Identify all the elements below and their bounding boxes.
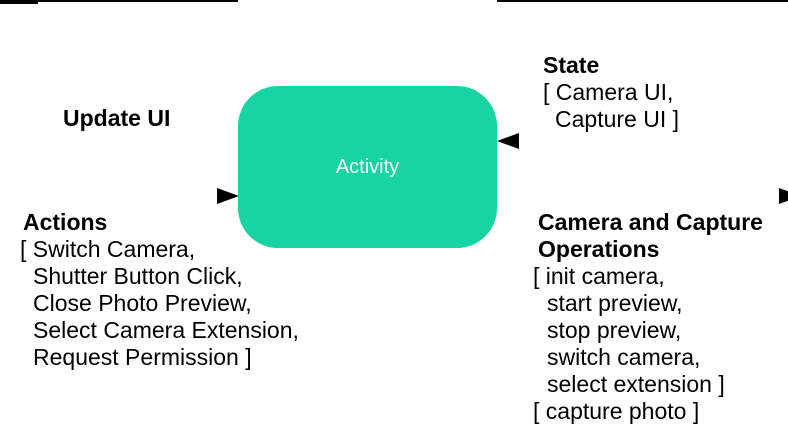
actions-arrowhead-icon — [217, 188, 239, 204]
operations-label-line2: Operations — [538, 236, 660, 262]
actions-item: Shutter Button Click, — [33, 263, 243, 289]
activity-box: Activity — [238, 86, 497, 248]
state-arrowhead-icon — [497, 133, 519, 149]
activity-box-label: Activity — [335, 155, 400, 178]
operations-label-line1: Camera and Capture — [538, 209, 763, 235]
top-left-line-fragment — [0, 0, 38, 4]
actions-item: Close Photo Preview, — [33, 290, 252, 316]
operations-item: [ capture photo ] — [533, 398, 700, 424]
actions-label: Actions — [23, 209, 108, 235]
operations-arrow-line — [497, 0, 788, 2]
state-label: State — [543, 52, 600, 78]
actions-item: [ Switch Camera, — [20, 236, 196, 262]
update-ui-label: Update UI — [63, 105, 171, 131]
operations-item: stop preview, — [547, 317, 682, 343]
operations-item: start preview, — [547, 290, 683, 316]
actions-block: Actions [ Switch Camera, Shutter Button … — [20, 209, 299, 371]
actions-arrow-line — [0, 0, 221, 2]
operations-item: [ init camera, — [533, 263, 665, 289]
state-item: Capture UI ] — [555, 106, 679, 132]
operations-item: select extension ] — [547, 371, 725, 397]
operations-arrowhead-icon — [779, 188, 788, 204]
operations-block: Camera and Capture Operations [ init cam… — [533, 209, 763, 425]
actions-item: Request Permission ] — [33, 344, 252, 370]
state-block: State [ Camera UI, Capture UI ] — [543, 52, 679, 133]
state-item: [ Camera UI, — [543, 79, 674, 105]
operations-item: switch camera, — [547, 344, 701, 370]
actions-item: Select Camera Extension, — [33, 317, 299, 343]
